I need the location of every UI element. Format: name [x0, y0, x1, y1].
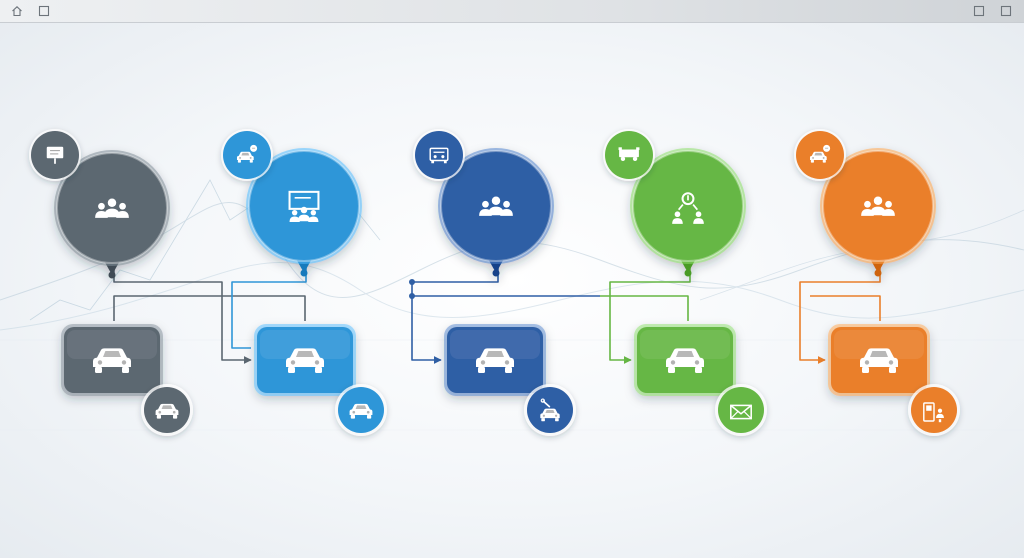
- bottom-badge-navy[interactable]: [524, 384, 576, 436]
- kiosk-person-icon: [923, 402, 944, 423]
- main-node-sky[interactable]: [246, 148, 362, 277]
- top-badge-navy[interactable]: [413, 129, 465, 181]
- vehicle-dashboard-icon: [429, 147, 449, 164]
- bottom-badge-green[interactable]: [715, 384, 767, 436]
- car-icon: [93, 348, 131, 373]
- car-icon: [349, 403, 373, 419]
- top-badge-slate[interactable]: [29, 129, 81, 181]
- truck-icon: [618, 147, 640, 162]
- column-navy: [413, 129, 576, 436]
- car-icon: [476, 348, 514, 373]
- connector-junction-dot: [409, 279, 415, 285]
- card-slate[interactable]: [61, 324, 163, 396]
- connector-junction-dot: [409, 293, 415, 299]
- group-icon: [95, 198, 129, 218]
- car-icon: [155, 403, 179, 419]
- presentation-group-icon: [288, 190, 320, 223]
- column-orange: [794, 129, 960, 436]
- envelope-icon: [730, 404, 752, 420]
- main-node-slate[interactable]: [54, 150, 170, 279]
- connector-slate-card: [113, 295, 306, 321]
- diagram-nodes: [29, 129, 960, 436]
- car-wrench-icon: [540, 398, 560, 422]
- top-badge-green[interactable]: [603, 129, 655, 181]
- car-icon: [666, 348, 704, 373]
- group-icon: [861, 196, 895, 216]
- connector-green-card: [600, 295, 689, 321]
- sign-board-icon: [46, 146, 64, 164]
- main-node-navy[interactable]: [438, 148, 554, 277]
- main-node-green[interactable]: [630, 148, 746, 277]
- connector-orange-card: [810, 295, 881, 321]
- column-slate: [29, 129, 193, 436]
- card-sky[interactable]: [254, 324, 356, 396]
- card-navy[interactable]: [444, 324, 546, 396]
- maximize-icon[interactable]: [968, 0, 990, 22]
- car-chat-icon: [236, 144, 258, 163]
- top-badge-orange[interactable]: [794, 129, 846, 181]
- column-green: [603, 129, 767, 436]
- window-title-bar: [0, 0, 1024, 23]
- card-green[interactable]: [634, 324, 736, 396]
- bottom-badge-sky[interactable]: [335, 384, 387, 436]
- home-icon[interactable]: [6, 0, 28, 22]
- car-icon: [860, 348, 898, 373]
- top-badge-sky[interactable]: [221, 129, 273, 181]
- column-sky: [221, 129, 387, 436]
- connector-lines: [113, 263, 881, 364]
- idea-group-icon: [672, 192, 704, 224]
- main-node-orange[interactable]: [820, 148, 936, 277]
- car-icon: [286, 348, 324, 373]
- restore-icon[interactable]: [995, 0, 1017, 22]
- bottom-badge-orange[interactable]: [908, 384, 960, 436]
- group-icon: [479, 196, 513, 216]
- window-icon[interactable]: [33, 0, 55, 22]
- car-chat-icon: [809, 144, 831, 163]
- card-orange[interactable]: [828, 324, 930, 396]
- bottom-badge-slate[interactable]: [141, 384, 193, 436]
